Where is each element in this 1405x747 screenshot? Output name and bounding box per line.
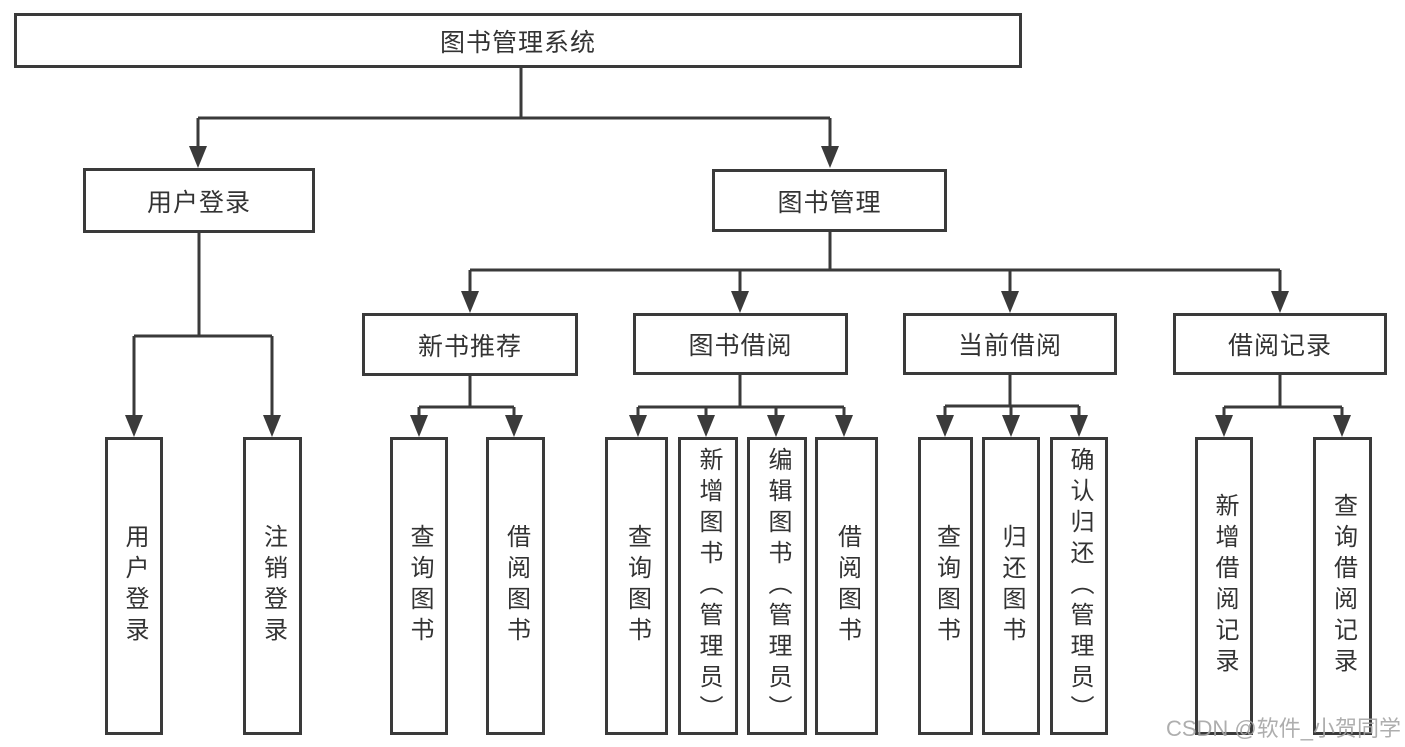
node-book-borrowing: 图书借阅 xyxy=(633,313,848,375)
node-user-login-label: 用户登录 xyxy=(146,188,251,217)
leaf-query-books-current-label: 查询图书 xyxy=(932,524,960,648)
node-new-book-recommend-label: 新书推荐 xyxy=(417,332,522,361)
leaf-user-login-label: 用户登录 xyxy=(121,524,148,648)
leaf-query-books-borrowing-label: 查询图书 xyxy=(623,524,651,648)
leaf-borrow-books-label: 借阅图书 xyxy=(833,524,861,648)
leaf-user-login: 用户登录 xyxy=(105,437,163,735)
leaf-query-books-current: 查询图书 xyxy=(918,437,973,735)
arrowhead-icon xyxy=(125,415,143,437)
csdn-watermark: CSDN @软件_小贺同学 xyxy=(1165,716,1401,741)
node-user-login: 用户登录 xyxy=(83,168,315,233)
node-root: 图书管理系统 xyxy=(14,13,1022,68)
connector-path xyxy=(196,68,832,148)
connector-path xyxy=(636,375,846,417)
connector-path xyxy=(468,232,1282,293)
leaf-borrow-books: 借阅图书 xyxy=(815,437,878,735)
arrowhead-icon xyxy=(1333,415,1351,437)
leaf-confirm-return-admin: 确认归还（管理员） xyxy=(1050,437,1108,735)
node-borrowing-records: 借阅记录 xyxy=(1173,313,1387,375)
arrowhead-icon xyxy=(505,415,523,437)
arrowhead-icon xyxy=(461,291,479,313)
node-book-management: 图书管理 xyxy=(712,169,947,232)
arrowhead-icon xyxy=(1215,415,1233,437)
arrowhead-icon xyxy=(629,415,647,437)
arrowhead-icon xyxy=(1271,291,1289,313)
arrowhead-icon xyxy=(821,146,839,168)
connector-path xyxy=(943,375,1081,417)
leaf-query-books-recommend: 查询图书 xyxy=(390,437,448,735)
leaf-add-borrow-record: 新增借阅记录 xyxy=(1195,437,1253,735)
node-root-label: 图书管理系统 xyxy=(439,28,596,57)
leaf-query-borrow-record: 查询借阅记录 xyxy=(1313,437,1372,735)
connector-path xyxy=(1222,375,1344,417)
leaf-return-books: 归还图书 xyxy=(982,437,1040,735)
arrowhead-icon xyxy=(1070,415,1088,437)
arrowhead-icon xyxy=(835,415,853,437)
leaf-query-books-recommend-label: 查询图书 xyxy=(406,524,433,648)
arrowhead-icon xyxy=(189,146,207,168)
leaf-confirm-return-admin-label: 确认归还（管理员） xyxy=(1066,446,1093,726)
leaf-borrow-books-recommend: 借阅图书 xyxy=(486,437,545,735)
arrowhead-icon xyxy=(263,415,281,437)
arrowhead-icon xyxy=(697,415,715,437)
node-book-borrowing-label: 图书借阅 xyxy=(688,332,793,360)
arrowhead-icon xyxy=(731,291,749,313)
node-new-book-recommend: 新书推荐 xyxy=(362,313,578,376)
leaf-query-books-borrowing: 查询图书 xyxy=(605,437,668,735)
arrowhead-icon xyxy=(936,415,954,437)
arrowhead-icon xyxy=(410,415,428,437)
leaf-query-borrow-record-label: 查询借阅记录 xyxy=(1329,493,1357,679)
arrowhead-icon xyxy=(1001,291,1019,313)
arrowhead-icon xyxy=(1002,415,1020,437)
arrowhead-icon xyxy=(767,415,785,437)
leaf-add-borrow-record-label: 新增借阅记录 xyxy=(1211,493,1238,679)
node-borrowing-records-label: 借阅记录 xyxy=(1227,332,1332,360)
leaf-logout-label: 注销登录 xyxy=(259,524,287,648)
leaf-edit-books-admin-label: 编辑图书（管理员） xyxy=(764,446,791,726)
node-current-borrowing-label: 当前借阅 xyxy=(957,332,1062,360)
leaf-logout: 注销登录 xyxy=(243,437,302,735)
node-current-borrowing: 当前借阅 xyxy=(903,313,1117,375)
leaf-add-books-admin: 新增图书（管理员） xyxy=(678,437,738,735)
node-book-management-label: 图书管理 xyxy=(777,188,882,217)
connector-path xyxy=(417,376,516,417)
leaf-edit-books-admin: 编辑图书（管理员） xyxy=(747,437,807,735)
leaf-borrow-books-recommend-label: 借阅图书 xyxy=(502,524,530,648)
leaf-add-books-admin-label: 新增图书（管理员） xyxy=(695,446,722,726)
connector-path xyxy=(132,233,274,417)
leaf-return-books-label: 归还图书 xyxy=(998,524,1025,648)
